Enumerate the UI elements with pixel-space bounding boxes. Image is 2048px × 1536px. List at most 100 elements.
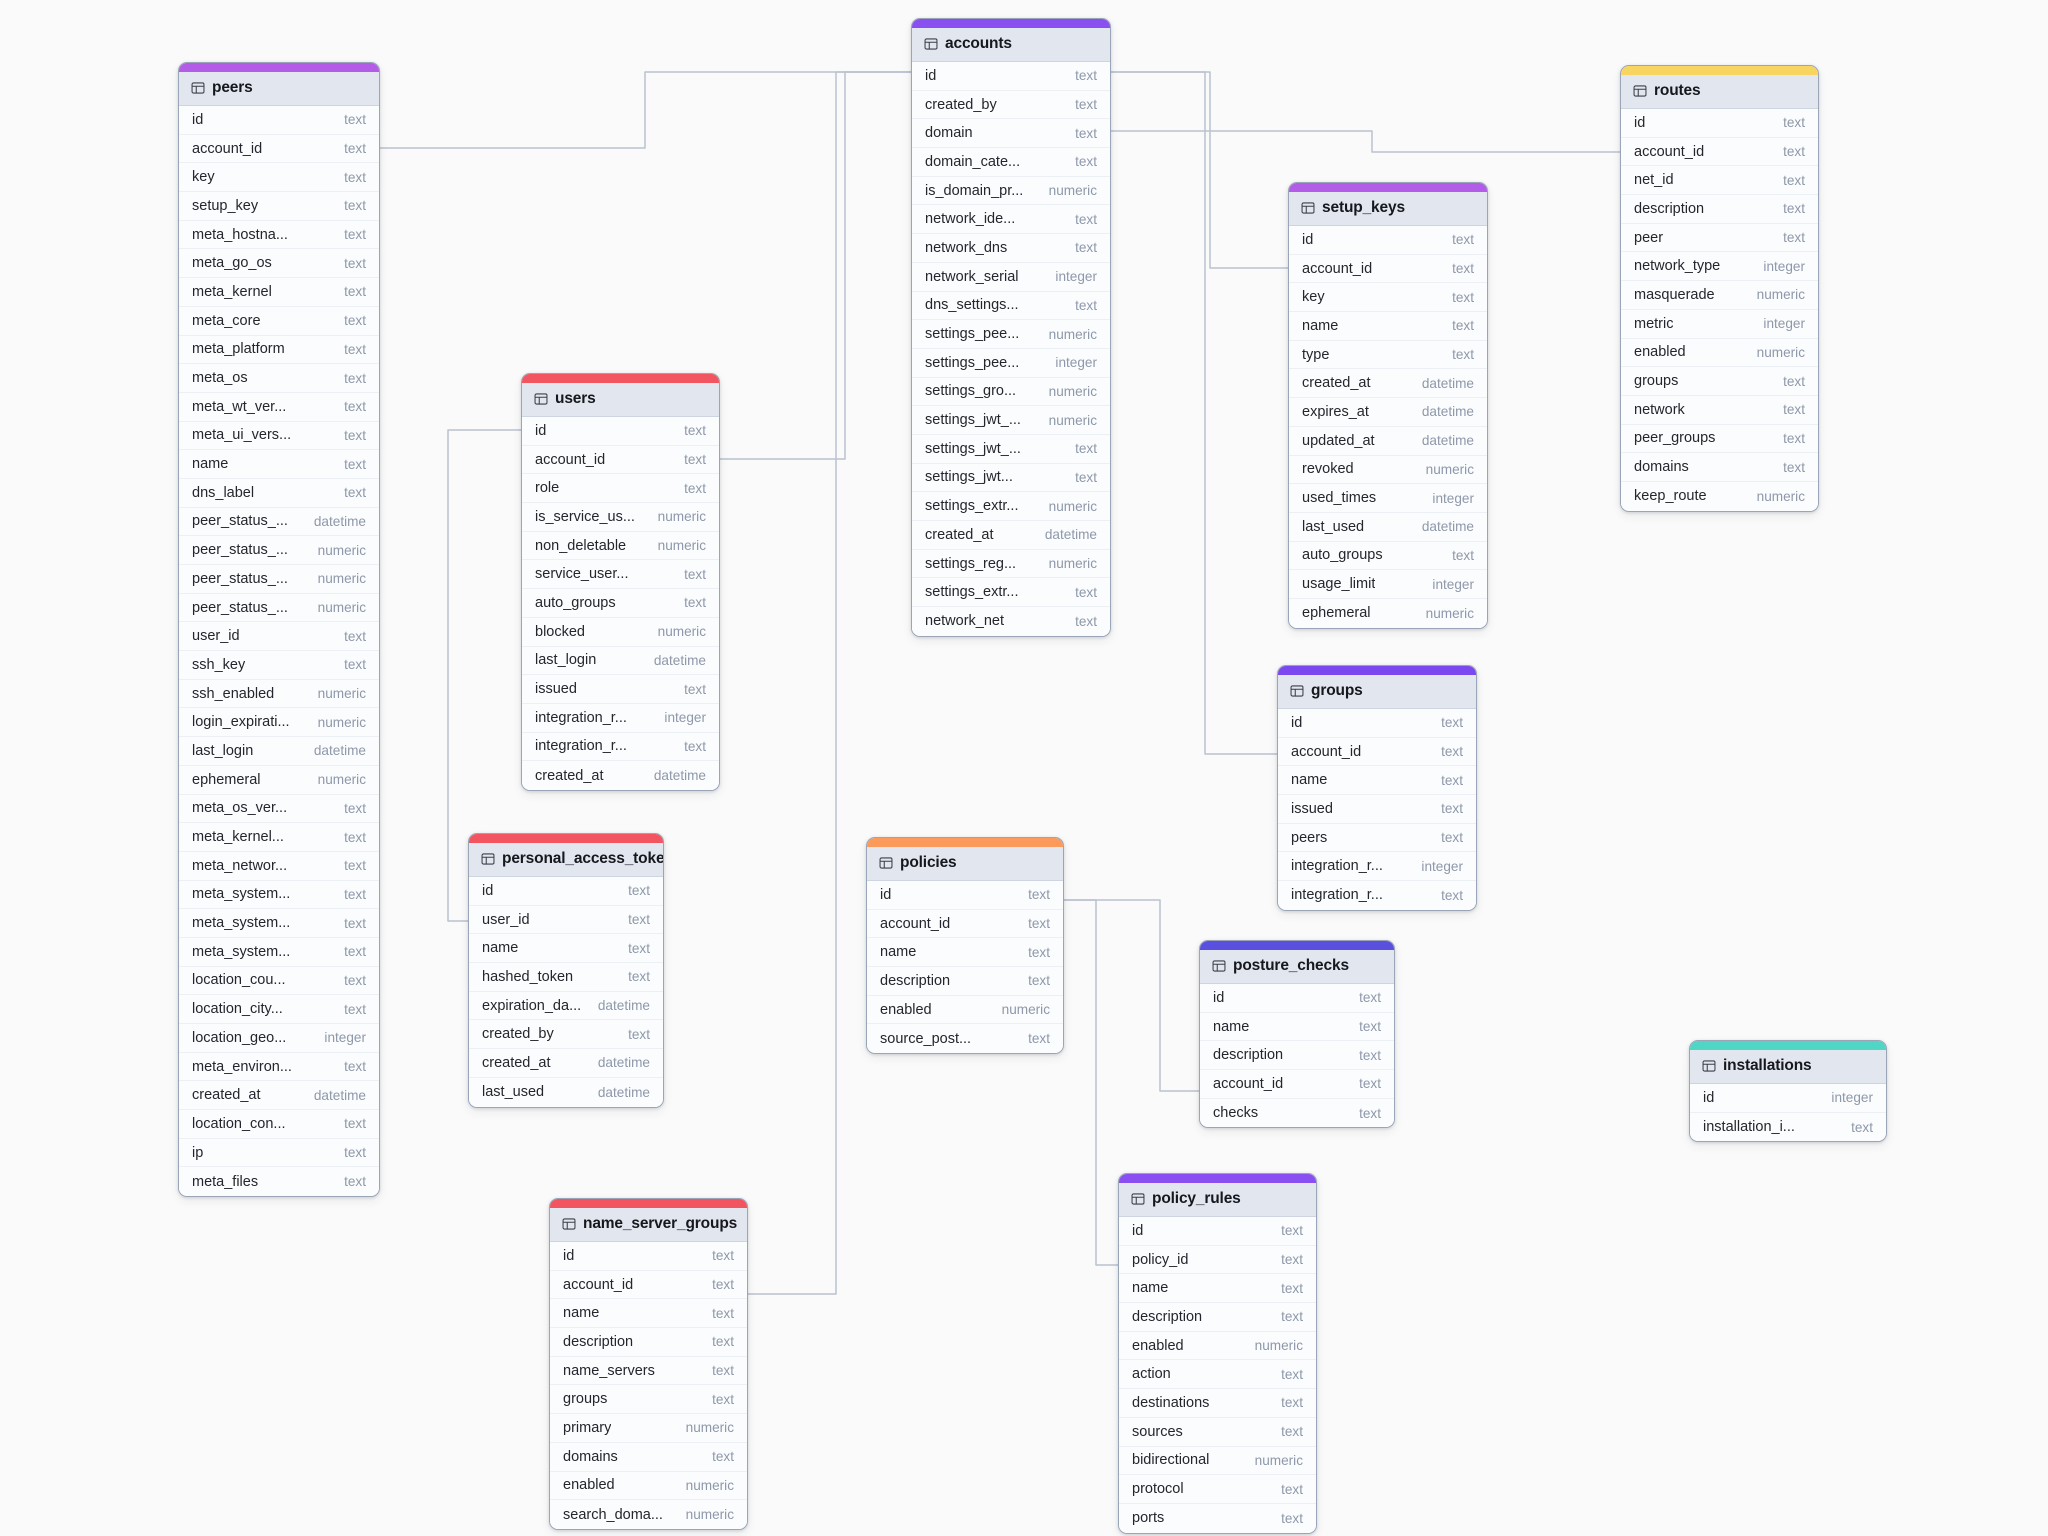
table-header-policy_rules[interactable]: policy_rules: [1119, 1183, 1316, 1217]
column-row[interactable]: meta_os_ver...text: [179, 794, 379, 824]
table-node-personal_access_tokens[interactable]: personal_access_tokensidtextuser_idtextn…: [468, 833, 664, 1108]
column-row[interactable]: network_ide...text: [912, 205, 1110, 235]
column-row[interactable]: integration_r...text: [522, 732, 719, 762]
table-header-groups[interactable]: groups: [1278, 675, 1476, 709]
column-row[interactable]: settings_jwt...text: [912, 463, 1110, 493]
column-row[interactable]: integration_r...integer: [1278, 852, 1476, 882]
column-row[interactable]: meta_environ...text: [179, 1052, 379, 1082]
column-row[interactable]: meta_ui_vers...text: [179, 421, 379, 451]
table-header-policies[interactable]: policies: [867, 847, 1063, 881]
column-row[interactable]: expiration_da...datetime: [469, 991, 663, 1021]
column-row[interactable]: peer_status_...datetime: [179, 507, 379, 537]
column-row[interactable]: settings_pee...integer: [912, 348, 1110, 378]
column-row[interactable]: settings_reg...numeric: [912, 549, 1110, 579]
column-row[interactable]: location_cou...text: [179, 966, 379, 996]
table-header-personal_access_tokens[interactable]: personal_access_tokens: [469, 843, 663, 877]
column-row[interactable]: settings_jwt_...numeric: [912, 406, 1110, 435]
table-header-routes[interactable]: routes: [1621, 75, 1818, 109]
column-row[interactable]: settings_gro...numeric: [912, 377, 1110, 407]
column-row[interactable]: search_doma...numeric: [550, 1500, 747, 1529]
table-header-peers[interactable]: peers: [179, 72, 379, 106]
column-row[interactable]: settings_extr...text: [912, 578, 1110, 608]
column-row[interactable]: source_post...text: [867, 1024, 1063, 1054]
column-row[interactable]: meta_hostna...text: [179, 220, 379, 250]
column-row[interactable]: location_city...text: [179, 995, 379, 1024]
column-row[interactable]: dns_settings...text: [912, 291, 1110, 321]
